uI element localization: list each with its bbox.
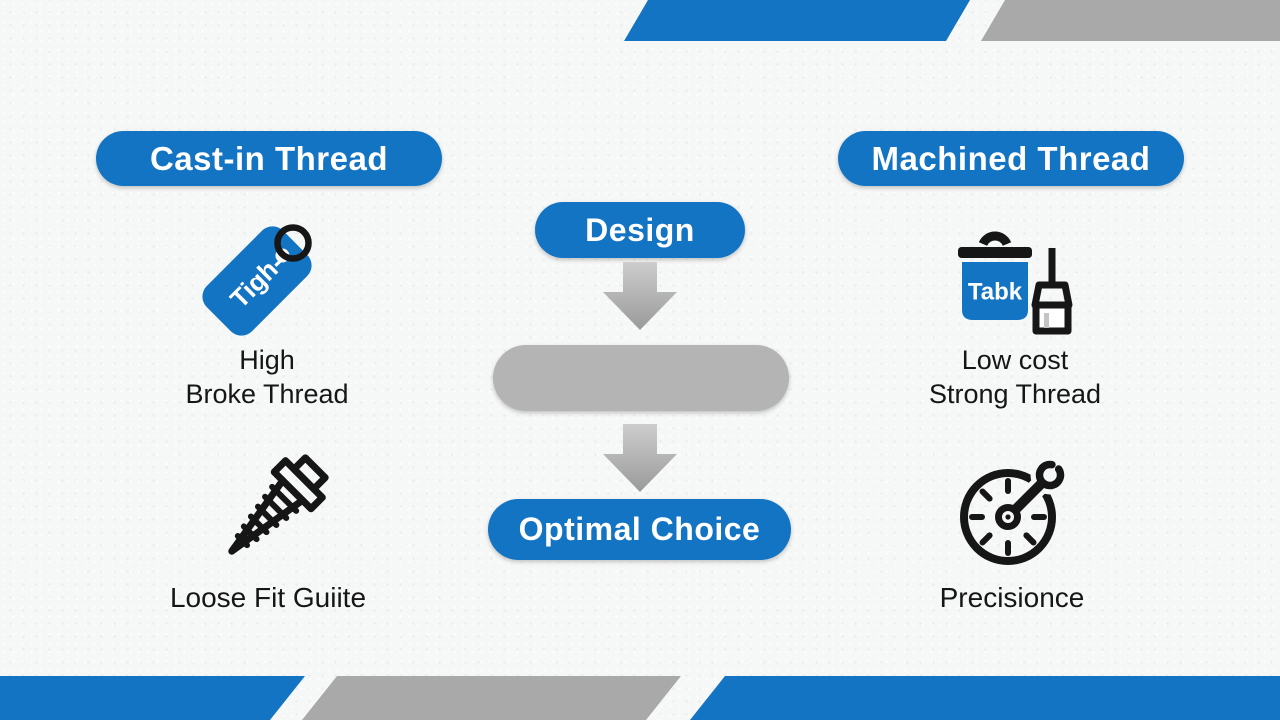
ribbon-bottom-left-blue [0,676,305,720]
price-tag-icon: Tigh- [202,224,312,336]
ribbon-bottom-right-blue [690,676,1280,720]
bucket-label: Tabk [968,279,1023,306]
ribbon-bottom-gray [302,676,681,720]
caption-line-1: Low cost [961,345,1069,375]
down-arrow-icon [603,262,677,330]
ribbon-top-gray [981,0,1280,41]
blank-step-pill [493,345,789,411]
caption-line-1: High [239,345,295,375]
cast-in-benefit-caption: High Broke Thread [117,343,417,411]
screw-icon [228,454,329,555]
ribbon-top-blue [624,0,970,41]
paint-brush-icon [1031,248,1073,335]
design-pill: Design [535,202,745,258]
machined-benefit-caption: Low cost Strong Thread [865,343,1165,411]
bucket-handle-icon [978,231,1012,247]
caption-line-2: Broke Thread [185,379,349,409]
optimal-choice-pill: Optimal Choice [488,499,791,560]
machined-thread-header-pill: Machined Thread [838,131,1184,186]
machined-quality-caption: Precisionce [939,582,1085,613]
gauge-wrench-icon [960,455,1070,565]
paint-bucket-icon: Tabk [958,231,1073,335]
wrench-needle-icon [995,460,1065,530]
cast-in-thread-header-pill: Cast-in Thread [96,131,442,186]
tag-ring-icon [274,224,312,262]
caption-line-2: Strong Thread [928,379,1102,409]
cast-in-drawback-caption: Loose Fit Guiite [169,582,367,613]
down-arrow-icon [603,424,677,492]
